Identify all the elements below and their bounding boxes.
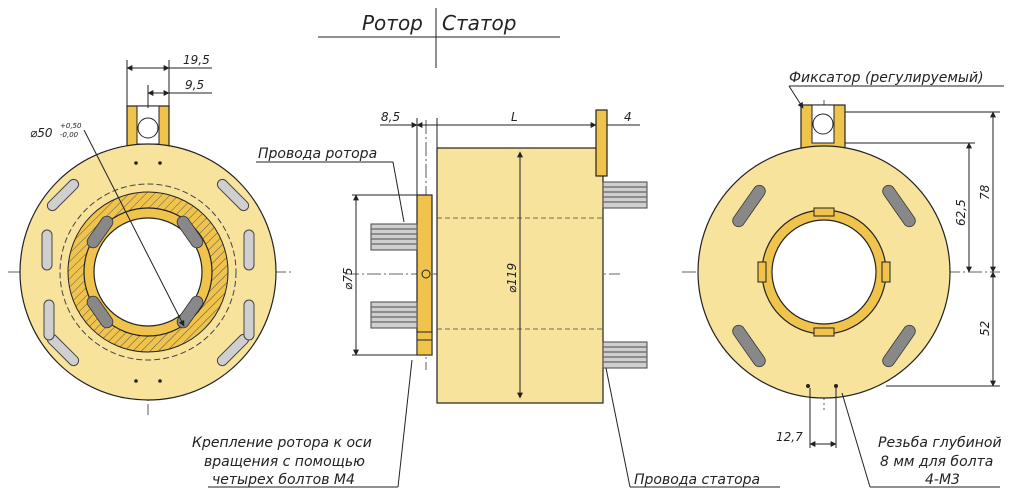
label-fixator: Фиксатор (регулируемый) [789, 70, 984, 86]
label-thread-line3: 4-М3 [925, 472, 960, 488]
label-rotor-wires: Провода ротора [258, 146, 377, 162]
label-mount-line2: вращения с помощью [204, 454, 365, 470]
stator-tab [595, 109, 608, 177]
dim-diam50: ⌀50 [30, 126, 53, 140]
dim-diam75: ⌀75 [341, 268, 355, 291]
dim-12-7: 12,7 [776, 430, 803, 444]
dim-diam50-tol-down: -0,00 [60, 131, 79, 139]
label-mount-line1: Крепление ротора к оси [192, 435, 372, 451]
dim-4: 4 [624, 110, 632, 124]
dim-8-5: 8,5 [381, 110, 400, 124]
stator-wires-upper [602, 181, 648, 209]
label-thread-line1: Резьба глубиной [878, 435, 1002, 451]
label-thread-line2: 8 мм для болта [880, 454, 993, 470]
rotor-wires-lower [370, 301, 418, 329]
header: Ротор Статор [318, 8, 560, 68]
dim-52: 52 [978, 321, 992, 336]
label-stator-wires: Провода статора [634, 472, 760, 488]
dim-diam50-tol-up: +0,50 [60, 122, 82, 130]
dim-diam119: ⌀119 [505, 263, 519, 293]
rotor-wires-upper [370, 223, 418, 251]
header-rotor: Ротор [362, 11, 423, 35]
dim-78: 78 [978, 184, 992, 200]
dim-19-5: 19,5 [183, 53, 210, 67]
dim-9-5: 9,5 [185, 78, 204, 92]
label-mount-line3: четырех болтов М4 [212, 472, 355, 488]
left-view: ⌀50 +0,50 -0,00 19,5 9,5 [8, 53, 292, 415]
header-stator: Статор [442, 11, 516, 35]
dim-L: L [511, 110, 518, 124]
right-view: Фиксатор (регулируемый) 78 62,5 52 12,7 … [682, 70, 1004, 488]
center-view: 8,5 L 4 ⌀75 ⌀119 Провода ротора Провода … [192, 109, 780, 488]
dim-62-5: 62,5 [954, 199, 968, 226]
stator-wires-lower [602, 341, 648, 369]
